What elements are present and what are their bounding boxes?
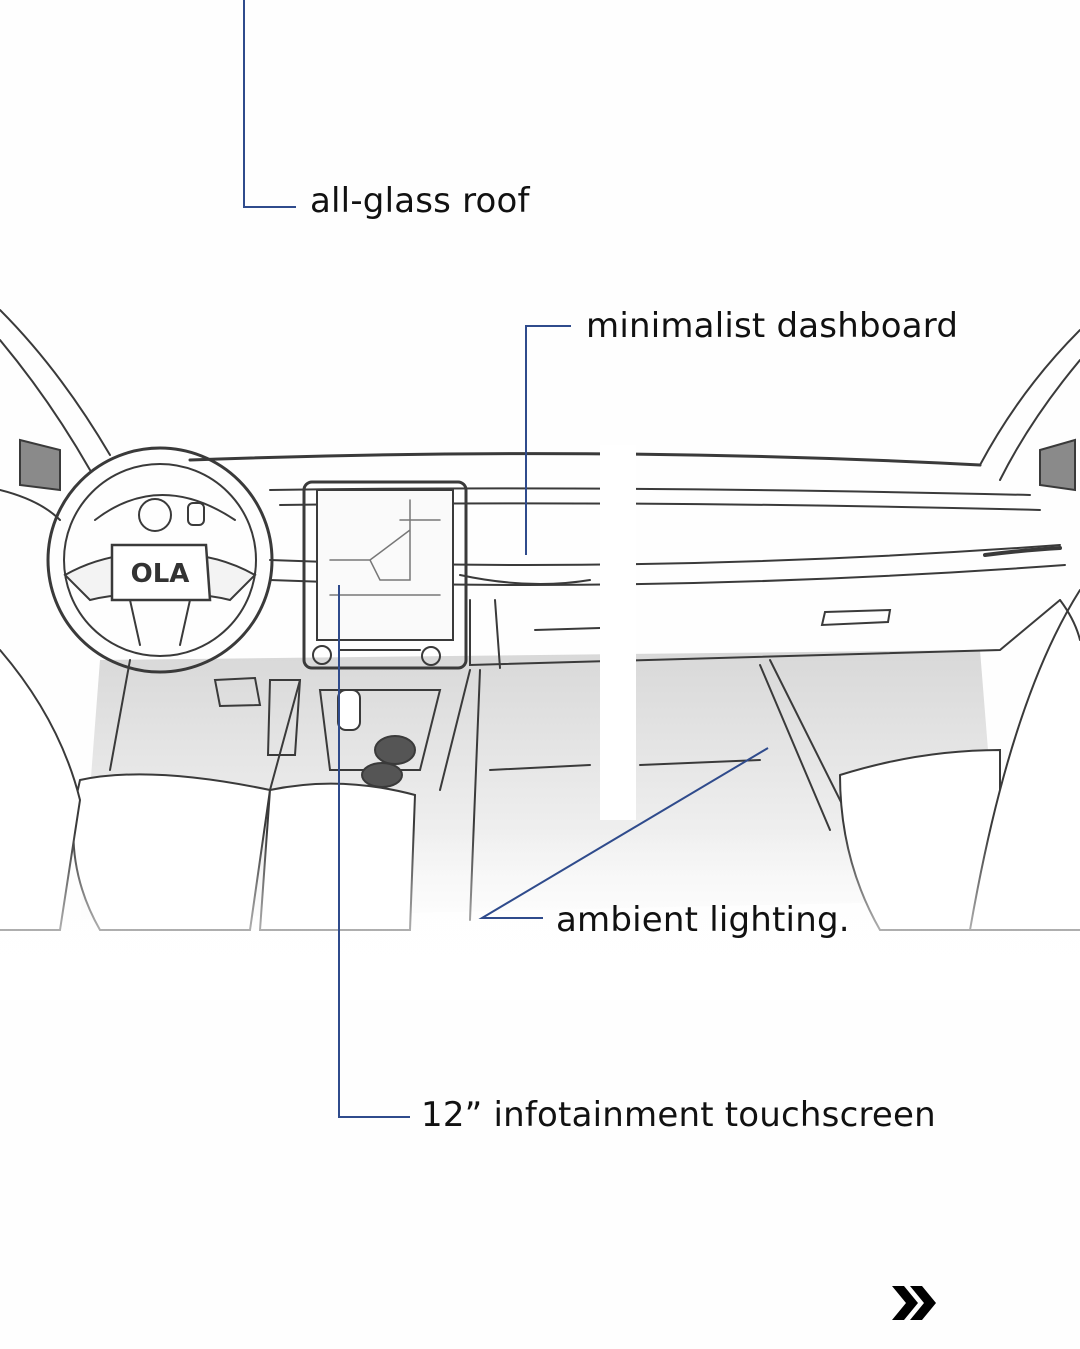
- annotation-touchscreen: 12” infotainment touchscreen: [421, 1095, 936, 1135]
- leader-line-lighting: [478, 747, 769, 919]
- leader-line-touchscreen: [338, 585, 410, 1118]
- next-slide-button[interactable]: [890, 1284, 938, 1322]
- double-chevron-right-icon: [892, 1286, 936, 1320]
- annotation-dashboard: minimalist dashboard: [586, 306, 959, 346]
- leader-line-roof: [243, 0, 296, 208]
- annotation-lighting: ambient lighting.: [556, 900, 850, 940]
- ola-logo: OLA: [131, 559, 190, 589]
- leader-lines: [243, 0, 769, 1118]
- leader-line-dashboard: [525, 325, 571, 555]
- white-divider-band: [600, 445, 636, 820]
- annotation-roof: all-glass roof: [310, 181, 530, 221]
